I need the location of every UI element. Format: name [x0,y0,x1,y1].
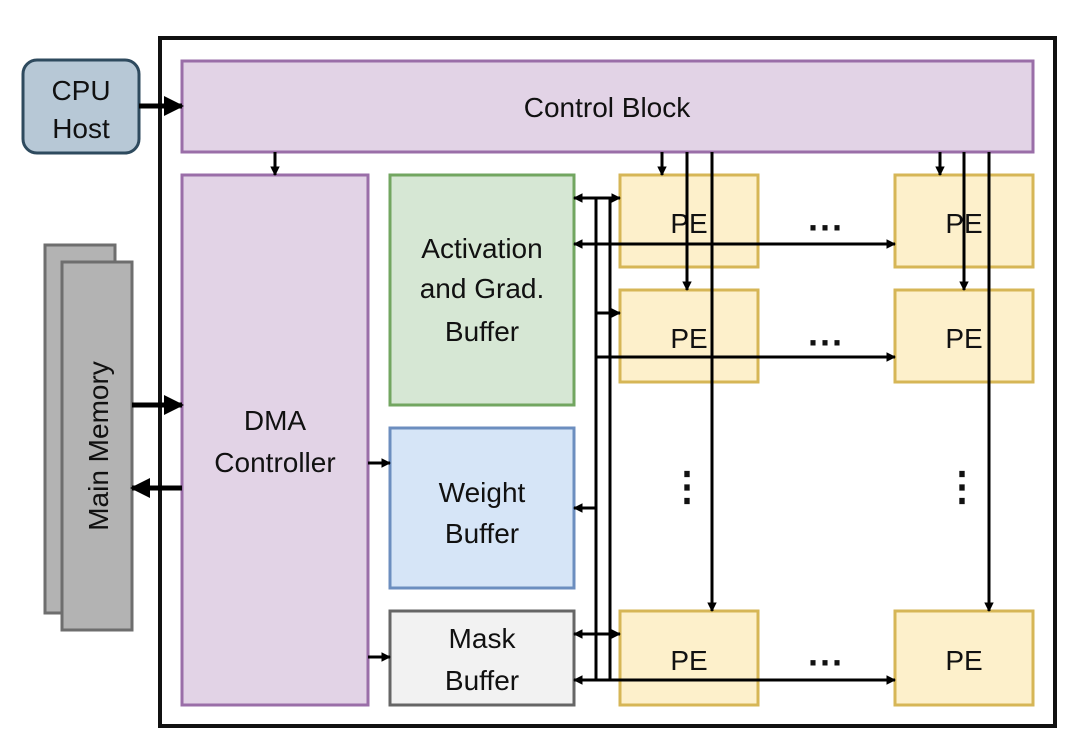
pe-rn-cn: PE [893,609,1035,707]
activation-buffer-label-line2: and Grad. [420,273,545,304]
mask-buffer-label-line1: Mask [449,623,517,654]
main-memory: Main Memory [43,243,134,632]
pe-label: PE [670,645,707,676]
control-block: Control Block [180,59,1035,154]
pe-label: PE [670,323,707,354]
mask-buffer-label-line2: Buffer [445,665,519,696]
pe-r1-c1: PE [618,173,760,269]
external-arrows [130,96,184,498]
dma-controller-label-line2: Controller [214,447,335,478]
activation-buffer-label-line3: Buffer [445,316,519,347]
dma-controller: DMA Controller [180,173,370,707]
pe-r2-c1: PE [618,288,760,384]
pe-rn-c1: PE [618,609,760,707]
cpu-host-label-line2: Host [52,113,110,144]
pe-label: PE [945,645,982,676]
main-memory-label: Main Memory [83,361,114,531]
horizontal-ellipsis: ··· [808,642,844,683]
vertical-ellipsis: ⋮ [667,465,707,509]
pe-label: PE [670,208,707,239]
weight-buffer: Weight Buffer [388,426,576,590]
internal-connections [270,152,994,685]
mask-buffer: Mask Buffer [388,609,576,707]
activation-buffer-label-line1: Activation [421,233,542,264]
accelerator-boundary [158,36,1057,728]
pe-r2-cn: PE [893,288,1035,384]
horizontal-ellipsis: ··· [808,207,844,248]
weight-buffer-label-line1: Weight [439,477,526,508]
cpu-host-label-line1: CPU [51,75,110,106]
weight-buffer-label-line2: Buffer [445,518,519,549]
pe-array: PE PE PE PE PE PE [618,173,1035,707]
activation-grad-buffer: Activation and Grad. Buffer [388,173,576,407]
pe-label: PE [945,323,982,354]
vertical-ellipsis: ⋮ [942,465,982,509]
control-block-label: Control Block [524,92,692,123]
dma-controller-label-line1: DMA [244,405,307,436]
cpu-host: CPU Host [21,58,141,155]
